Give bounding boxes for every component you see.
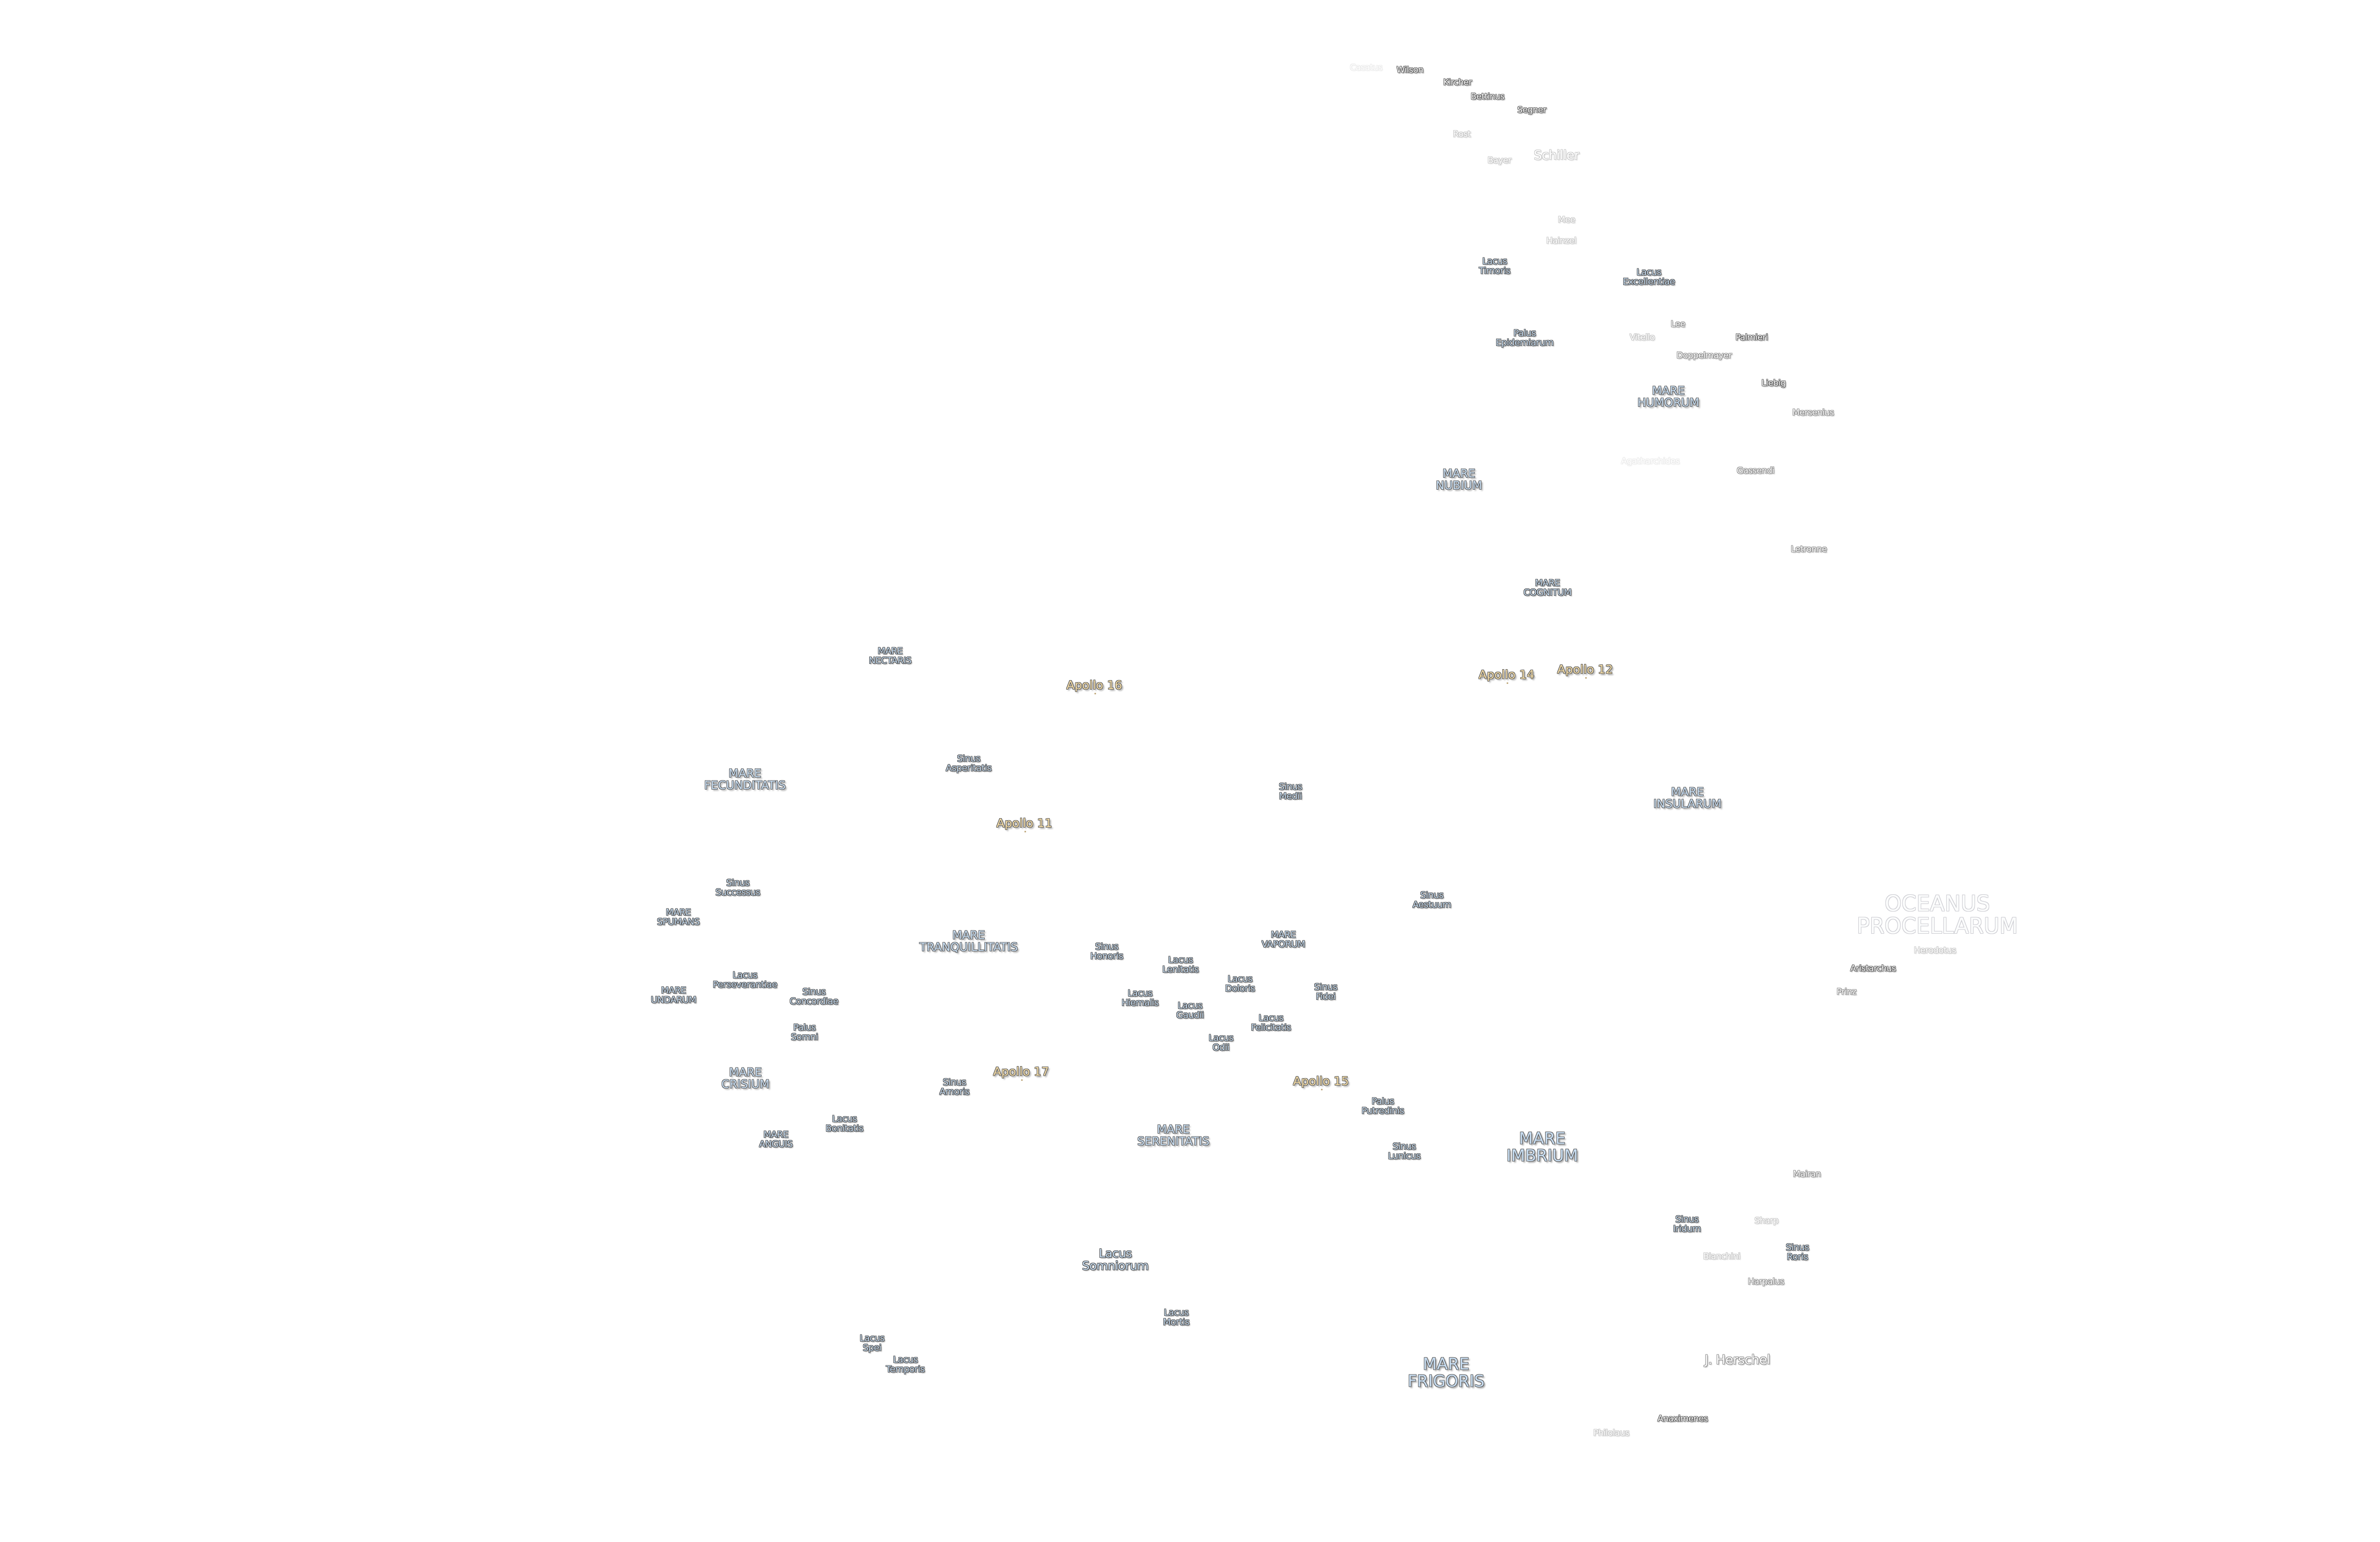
feature-label-sinus-iridum: Sinus Iridum [1673,1214,1701,1234]
mare-label-anguis: MARE ANGUIS [759,1129,793,1149]
feature-label-lacus-gaudii: Lacus Gaudii [1176,1000,1204,1020]
crater-label-gassendi: Gassendi [1736,465,1775,476]
crater-label-casatus: Casatus [1349,62,1383,73]
feature-label-palus-somni: Palus Somni [791,1022,818,1042]
mare-label-cognitum: MARE COGNITUM [1523,578,1572,598]
feature-label-palus-putredinis: Palus Putredinis [1361,1096,1404,1116]
crater-label-herodotus: Herodotus [1914,945,1956,956]
crater-label-bayer: Bayer [1487,155,1512,166]
feature-label-sinus-concordiae: Sinus Concordiae [789,987,839,1007]
apollo-17-label: Apollo 17 [993,1064,1049,1081]
apollo-12-label: Apollo 12 [1557,662,1613,679]
crater-label-wilson: Wilson [1396,65,1424,75]
crater-label-lee: Lee [1670,319,1686,329]
crater-label-palmieri: Palmieri [1735,332,1768,343]
crater-label-kircher: Kircher [1443,77,1472,88]
feature-label-lacus-temporis: Lacus Temporis [886,1354,925,1374]
feature-label-sinus-successus: Sinus Successus [715,878,760,898]
crater-label-doppelmayer: Doppelmayer [1676,350,1732,361]
mare-label-nectaris: MARE NECTARIS [869,646,912,666]
mare-label-tranquillitatis: MARE TRANQUILLITATIS [919,928,1018,954]
crater-label-bettinus: Bettinus [1470,91,1505,102]
crater-label-mee: Mee [1557,215,1576,225]
feature-label-lacus-spei: Lacus Spei [859,1333,885,1353]
mare-label-humorum: MARE HUMORUM [1637,384,1700,409]
crater-label-anaximenes: Anaximenes [1657,1414,1708,1424]
crater-label-mairan: Mairan [1793,1169,1821,1179]
mare-label-nubium: MARE NUBIUM [1436,466,1482,492]
feature-label-lacus-excellentiae: Lacus Excellentiae [1623,267,1675,287]
mare-label-spumans: MARE SPUMANS [657,907,700,927]
crater-label-bianchini: Bianchini [1703,1251,1741,1262]
apollo-15-label: Apollo 15 [1293,1074,1349,1091]
feature-label-palus-epidemiarum: Palus Epidemiarum [1496,328,1554,348]
feature-label-sinus-amoris: Sinus Amoris [939,1077,970,1097]
feature-label-lacus-somniorum: Lacus Somniorum [1082,1246,1149,1273]
apollo-16-label: Apollo 16 [1066,678,1122,695]
mare-label-frigoris: MARE FRIGORIS [1408,1354,1485,1391]
feature-label-lacus-doloris: Lacus Doloris [1225,974,1255,994]
crater-label-hainzel: Hainzel [1546,236,1577,246]
mare-label-oceanus-procellarum: OCEANUS PROCELLARUM [1856,890,2018,939]
crater-label-vitello: Vitello [1629,332,1655,343]
mare-label-vaporum: MARE VAPORUM [1261,929,1305,949]
feature-label-lacus-mortis: Lacus Mortis [1163,1307,1190,1327]
crater-label-letronne: Letronne [1791,544,1827,554]
crater-label-philolaus: Philolaus [1593,1428,1629,1438]
feature-label-sinus-roris: Sinus Roris [1785,1242,1809,1262]
crater-label-aristarchus: Aristarchus [1850,963,1896,974]
crater-label-agatharchides: Agatharchides [1621,456,1680,466]
feature-label-lacus-bonitatis: Lacus Bonitatis [825,1114,863,1134]
mare-label-fecunditatis: MARE FECUNDITATIS [704,766,786,792]
feature-label-lacus-timoris: Lacus Timoris [1479,256,1510,276]
feature-label-lacus-perseverantiae: Lacus Perseverantiae [713,970,777,990]
feature-label-lacus-hiemalis: Lacus Hiemalis [1121,988,1159,1008]
feature-label-sinus-lunicus: Sinus Lunicus [1388,1141,1421,1161]
crater-label-segner: Segner [1517,105,1547,115]
feature-label-lacus-felicitatis: Lacus Felicitatis [1250,1013,1291,1033]
crater-label-prinz: Prinz [1836,987,1856,997]
crater-label-j-herschel: J. Herschel [1705,1352,1770,1367]
feature-label-sinus-asperitatis: Sinus Asperitatis [946,753,992,773]
crater-label-schiller: Schiller [1534,148,1579,163]
mare-label-undarum: MARE UNDARUM [651,985,696,1005]
feature-label-sinus-fidei: Sinus Fidei [1314,982,1338,1002]
feature-label-sinus-medii: Sinus Medii [1279,781,1302,801]
feature-label-sinus-honoris: Sinus Honoris [1090,941,1123,961]
crater-label-sharp: Sharp [1754,1216,1779,1226]
feature-label-lacus-lenitatis: Lacus Lenitatis [1162,955,1199,975]
apollo-11-label: Apollo 11 [996,816,1052,833]
mare-label-crisium: MARE CRISIUM [721,1065,770,1091]
mare-label-imbrium: MARE IMBRIUM [1506,1129,1578,1165]
crater-label-mersenius: Mersenius [1792,407,1834,418]
mare-label-insularum: MARE INSULARUM [1653,785,1722,811]
apollo-14-label: Apollo 14 [1478,667,1535,684]
crater-label-harpalus: Harpalus [1747,1276,1785,1287]
feature-label-lacus-odii: Lacus Odii [1208,1033,1234,1053]
feature-label-sinus-aestuum: Sinus Aestuum [1412,890,1451,910]
mare-label-serenitatis: MARE SERENITATIS [1137,1122,1210,1148]
crater-label-liebig: Liebig [1761,378,1786,388]
crater-label-rost: Rost [1453,129,1471,139]
